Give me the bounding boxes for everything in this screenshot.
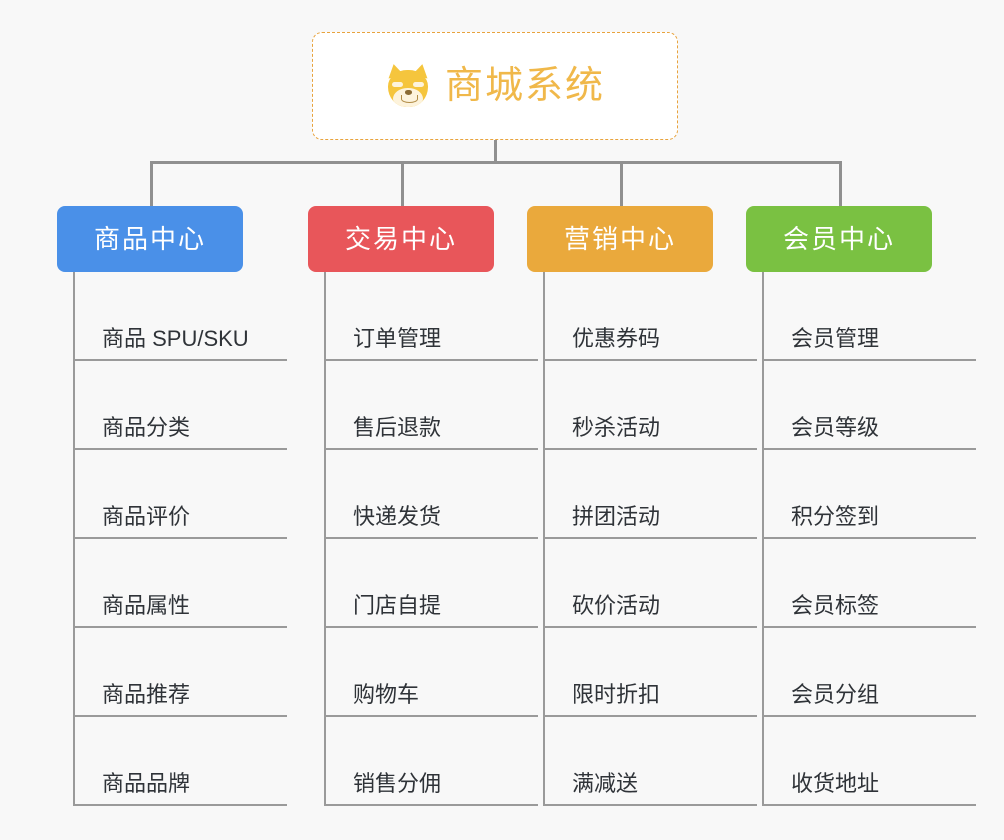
trunk-line <box>494 140 497 164</box>
leaf-item-label: 拼团活动 <box>572 504 661 529</box>
leaf-item[interactable]: 商品评价 <box>73 450 287 539</box>
leaf-item-label: 优惠券码 <box>572 326 661 351</box>
leaf-spine <box>543 272 545 806</box>
leaf-item[interactable]: 会员管理 <box>762 272 976 361</box>
leaf-item[interactable]: 商品品牌 <box>73 717 287 806</box>
drop-line-2 <box>620 161 623 206</box>
leaf-column-marketing-center: 优惠券码秒杀活动拼团活动砍价活动限时折扣满减送 <box>527 272 757 806</box>
category-box-member-center[interactable]: 会员中心 <box>746 206 932 272</box>
leaf-spine <box>762 272 764 806</box>
leaf-item-label: 砍价活动 <box>572 593 661 618</box>
leaf-item[interactable]: 会员分组 <box>762 628 976 717</box>
leaf-item-label: 秒杀活动 <box>572 415 661 440</box>
leaf-item-label: 商品品牌 <box>102 771 191 796</box>
leaf-item-label: 商品推荐 <box>102 682 191 707</box>
category-label: 会员中心 <box>782 224 895 254</box>
root-node[interactable]: 商城系统 <box>312 32 678 140</box>
leaf-item-label: 收货地址 <box>791 771 880 796</box>
drop-line-1 <box>401 161 404 206</box>
leaf-item-label: 销售分佣 <box>353 771 442 796</box>
leaf-item[interactable]: 销售分佣 <box>324 717 538 806</box>
leaf-item[interactable]: 商品 SPU/SKU <box>73 272 287 361</box>
leaf-item[interactable]: 收货地址 <box>762 717 976 806</box>
leaf-item[interactable]: 快递发货 <box>324 450 538 539</box>
leaf-column-trade-center: 订单管理售后退款快递发货门店自提购物车销售分佣 <box>308 272 538 806</box>
leaf-item[interactable]: 商品分类 <box>73 361 287 450</box>
leaf-spine <box>324 272 326 806</box>
leaf-item-label: 满减送 <box>572 771 639 796</box>
leaf-item-label: 限时折扣 <box>572 682 661 707</box>
leaf-item[interactable]: 会员标签 <box>762 539 976 628</box>
root-title: 商城系统 <box>444 65 605 107</box>
category-box-marketing-center[interactable]: 营销中心 <box>527 206 713 272</box>
category-box-product-center[interactable]: 商品中心 <box>57 206 243 272</box>
leaf-item[interactable]: 限时折扣 <box>543 628 757 717</box>
leaf-item[interactable]: 门店自提 <box>324 539 538 628</box>
bus-line <box>150 161 842 164</box>
drop-line-0 <box>150 161 153 206</box>
leaf-item[interactable]: 会员等级 <box>762 361 976 450</box>
leaf-item[interactable]: 商品属性 <box>73 539 287 628</box>
leaf-item[interactable]: 商品推荐 <box>73 628 287 717</box>
leaf-item-label: 门店自提 <box>353 593 442 618</box>
category-label: 营销中心 <box>563 224 676 254</box>
leaf-item-label: 购物车 <box>353 682 420 707</box>
leaf-column-member-center: 会员管理会员等级积分签到会员标签会员分组收货地址 <box>746 272 976 806</box>
leaf-item-label: 商品属性 <box>102 593 191 618</box>
leaf-item[interactable]: 优惠券码 <box>543 272 757 361</box>
leaf-item[interactable]: 满减送 <box>543 717 757 806</box>
leaf-item-label: 商品分类 <box>102 415 191 440</box>
leaf-item[interactable]: 积分签到 <box>762 450 976 539</box>
leaf-item-label: 会员标签 <box>791 593 880 618</box>
leaf-item-label: 商品评价 <box>102 504 191 529</box>
leaf-item-label: 会员分组 <box>791 682 880 707</box>
category-label: 商品中心 <box>93 224 206 254</box>
category-label: 交易中心 <box>344 224 457 254</box>
leaf-item[interactable]: 售后退款 <box>324 361 538 450</box>
leaf-column-product-center: 商品 SPU/SKU 商品分类商品评价商品属性商品推荐商品品牌 <box>57 272 287 806</box>
leaf-item[interactable]: 拼团活动 <box>543 450 757 539</box>
shiba-inu-face-icon <box>385 62 431 108</box>
leaf-item-label: 售后退款 <box>353 415 442 440</box>
leaf-item[interactable]: 秒杀活动 <box>543 361 757 450</box>
leaf-item-label: 商品 SPU/SKU <box>102 326 249 351</box>
drop-line-3 <box>839 161 842 206</box>
leaf-item-label: 会员等级 <box>791 415 880 440</box>
leaf-item-label: 会员管理 <box>791 326 880 351</box>
leaf-item-label: 积分签到 <box>791 504 880 529</box>
leaf-item[interactable]: 购物车 <box>324 628 538 717</box>
leaf-item-label: 订单管理 <box>353 326 442 351</box>
leaf-item-label: 快递发货 <box>353 504 442 529</box>
leaf-spine <box>73 272 75 806</box>
leaf-item[interactable]: 订单管理 <box>324 272 538 361</box>
leaf-item[interactable]: 砍价活动 <box>543 539 757 628</box>
category-box-trade-center[interactable]: 交易中心 <box>308 206 494 272</box>
